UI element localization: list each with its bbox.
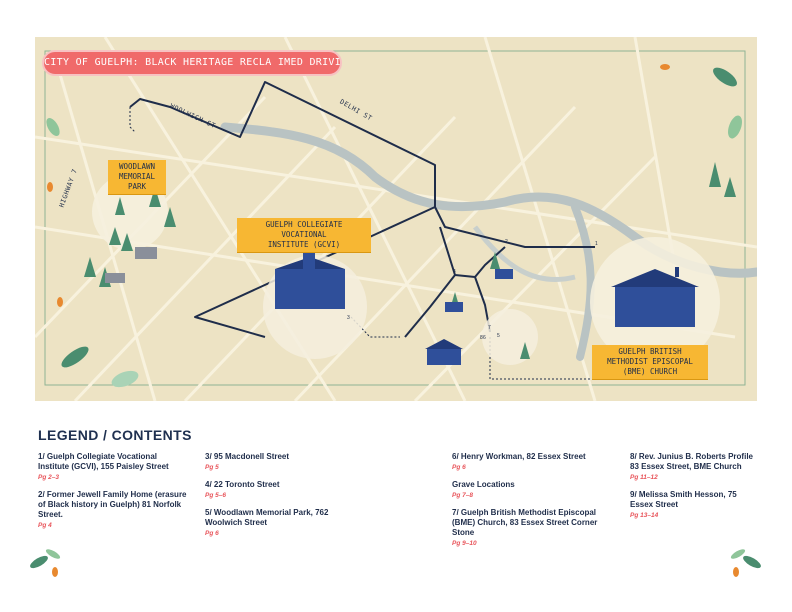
map-title: CITY OF GUELPH: BLACK HERITAGE RECLA IME… xyxy=(44,57,342,68)
leaf-icon xyxy=(660,64,670,70)
leaf-icon xyxy=(713,67,737,87)
stop-number: 2 xyxy=(505,239,508,245)
leaf-icon xyxy=(47,182,53,192)
place-tag-woodlawn: WOODLAWN MEMORIAL PARK xyxy=(108,160,166,194)
house-icon xyxy=(495,269,513,279)
buildings xyxy=(105,231,699,365)
legend-entry: 2/ Former Jewell Family Home (erasure of… xyxy=(38,490,187,529)
stop-number: 5 xyxy=(497,333,500,339)
stop-number: 7 xyxy=(488,325,491,331)
leaf-icon xyxy=(728,115,742,139)
stop-number: 1 xyxy=(595,241,598,247)
legend-entry: 7/ Guelph British Methodist Episcopal (B… xyxy=(452,508,598,547)
leaf-icon xyxy=(61,346,89,368)
stop-number: 3 xyxy=(347,315,350,321)
route-to-woodlawn xyxy=(129,107,136,133)
leaf-icon xyxy=(30,555,48,569)
house-icon xyxy=(135,247,157,259)
place-tag-gcvi: GUELPH COLLEGIATE VOCATIONAL INSTITUTE (… xyxy=(237,218,371,252)
heritage-map: 1 2 3 4 5 6 7 8 xyxy=(35,37,757,401)
stop-number: 6 xyxy=(483,335,486,341)
stop-markers: 1 2 3 4 5 6 7 8 xyxy=(347,239,598,341)
leaf-ornament-left xyxy=(30,549,61,577)
leaf-icon xyxy=(730,549,746,559)
essex-circle xyxy=(482,309,538,365)
legend-entry: 6/ Henry Workman, 82 Essex Street Pg 6 xyxy=(452,452,586,471)
legend-entry: 9/ Melissa Smith Hesson, 75 Essex Street… xyxy=(630,490,737,519)
legend-entry: 1/ Guelph Collegiate Vocational Institut… xyxy=(38,452,169,481)
stop-number: 4 xyxy=(453,269,456,275)
leaf-icon xyxy=(46,117,60,137)
driving-route xyxy=(129,81,595,338)
river-branch xyxy=(571,203,595,361)
map-border xyxy=(44,50,746,386)
legend-title: LEGEND / CONTENTS xyxy=(38,427,192,443)
river-branch-2 xyxy=(473,225,576,283)
leaf-icon xyxy=(45,549,61,559)
legend-entry: 8/ Rev. Junius B. Roberts Profile 83 Ess… xyxy=(630,452,753,481)
legend-entry: 5/ Woodlawn Memorial Park, 762 Woolwich … xyxy=(205,508,329,537)
legend-entry: 4/ 22 Toronto Street Pg 5–6 xyxy=(205,480,280,499)
legend-entry: Grave Locations Pg 7–8 xyxy=(452,480,515,499)
leaf-icon xyxy=(743,555,761,569)
leaf-icon xyxy=(52,567,58,577)
map-title-banner: CITY OF GUELPH: BLACK HERITAGE RECLA IME… xyxy=(42,50,342,76)
leaf-icon xyxy=(733,567,739,577)
house-icon xyxy=(445,302,463,312)
leaf-ornament-right xyxy=(730,549,761,577)
house-icon xyxy=(425,339,463,365)
leaf-icon xyxy=(111,370,139,388)
place-tag-bme: GUELPH BRITISH METHODIST EPISCOPAL (BME)… xyxy=(592,345,708,379)
legend-entry: 3/ 95 Macdonell Street Pg 5 xyxy=(205,452,290,471)
leaf-icon xyxy=(57,297,63,307)
stop-number: 8 xyxy=(480,335,483,341)
bme-church-icon xyxy=(611,267,699,327)
house-icon xyxy=(105,273,125,283)
leaf-decorations xyxy=(46,64,742,388)
gcvi-building-icon xyxy=(275,231,345,309)
